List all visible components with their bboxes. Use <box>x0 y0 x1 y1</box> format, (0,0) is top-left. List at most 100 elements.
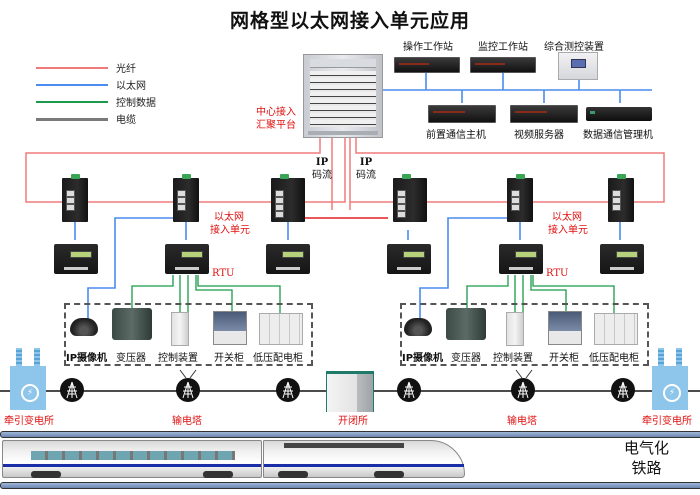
access-unit-label-left-line2: 接入单元 <box>210 225 250 236</box>
front-comm-host[interactable] <box>428 105 496 123</box>
lightning-icon: ⚡ <box>21 384 39 402</box>
ethernet-access-unit-4[interactable] <box>393 174 427 222</box>
monitor-ws-label: 监控工作站 <box>478 42 528 53</box>
lv-distribution-cabinet-left[interactable] <box>259 313 303 345</box>
ip-camera-right[interactable] <box>404 318 432 336</box>
legend-swatch-cable <box>36 118 108 121</box>
field-device-label: 开关柜 <box>549 353 579 364</box>
ip-stream-right-line2: 码流 <box>356 170 376 181</box>
ip-stream-left-line1: IP <box>315 157 329 168</box>
rtu-1[interactable] <box>54 244 98 274</box>
legend-item-ethernet: 以太网 <box>36 77 156 94</box>
switching-station[interactable] <box>326 371 374 412</box>
monitor-workstation[interactable] <box>470 57 536 73</box>
tower-icon <box>282 381 294 399</box>
traction-substation-left[interactable]: ⚡ <box>10 348 46 410</box>
field-device-label: 低压配电柜 <box>253 353 303 364</box>
field-device-label: IP摄像机 <box>402 353 444 364</box>
video-server[interactable] <box>510 105 578 123</box>
fiber-lines <box>25 136 665 219</box>
data-comm-manager-label: 数据通信管理机 <box>583 130 653 141</box>
ethernet-access-unit-1[interactable] <box>62 174 88 222</box>
railway-label: 电气化 铁路 <box>624 438 669 478</box>
transmission-tower-4[interactable] <box>397 378 421 402</box>
legend-label: 电缆 <box>116 115 136 126</box>
switching-station-label: 开闭所 <box>338 416 368 427</box>
lv-distribution-cabinet-right[interactable] <box>594 313 638 345</box>
train-locomotive <box>263 440 465 478</box>
front-comm-host-label: 前置通信主机 <box>426 130 486 141</box>
tower-label-left: 输电塔 <box>172 416 202 427</box>
integrated-control-device[interactable] <box>558 52 598 80</box>
rtu-5[interactable] <box>499 244 543 274</box>
ethernet-lines <box>74 70 652 320</box>
integrated-device-label: 综合测控装置 <box>544 42 604 53</box>
legend-swatch-fiber <box>36 67 108 69</box>
legend: 光纤 以太网 控制数据 电缆 <box>36 60 156 128</box>
rtu-6[interactable] <box>600 244 644 274</box>
ethernet-access-unit-2[interactable] <box>173 174 199 222</box>
ethernet-access-unit-5[interactable] <box>507 174 533 222</box>
legend-swatch-ethernet <box>36 84 108 86</box>
switchgear-left[interactable] <box>213 311 247 345</box>
transmission-tower-3[interactable] <box>276 378 300 402</box>
tower-icon <box>517 381 529 399</box>
field-device-label: 变压器 <box>116 353 146 364</box>
field-device-group-right <box>400 303 649 366</box>
transmission-tower-5[interactable] <box>511 378 535 402</box>
legend-item-fiber: 光纤 <box>36 60 156 77</box>
video-server-label: 视频服务器 <box>514 130 564 141</box>
fiber-ring-right <box>350 136 665 203</box>
track-rail-bottom <box>0 482 700 489</box>
substation-label-left: 牵引变电所 <box>4 416 54 427</box>
access-unit-label-right-line2: 接入单元 <box>548 225 588 236</box>
transmission-tower-2[interactable] <box>176 378 200 402</box>
tower-icon <box>66 381 78 399</box>
ip-stream-left-line2: 码流 <box>312 170 332 181</box>
operator-ws-label: 操作工作站 <box>403 42 453 53</box>
overhead-rail-top <box>0 431 700 438</box>
rtu-label-right: RTU <box>546 268 569 279</box>
legend-item-control: 控制数据 <box>36 94 156 111</box>
legend-label: 以太网 <box>116 81 146 92</box>
access-unit-label-right-line1: 以太网 <box>552 212 582 223</box>
tower-icon <box>182 381 194 399</box>
field-device-label: 变压器 <box>451 353 481 364</box>
traction-substation-right[interactable]: ⚡ <box>652 348 688 410</box>
railway-label-line2: 铁路 <box>631 459 662 477</box>
ip-camera-left[interactable] <box>70 318 98 336</box>
ethernet-access-unit-6[interactable] <box>608 174 634 222</box>
rtu-4[interactable] <box>387 244 431 274</box>
page-title: 网格型以太网接入单元应用 <box>229 10 470 32</box>
ip-stream-left: IP 码流 <box>312 156 332 182</box>
train-carriage <box>2 440 262 478</box>
substation-label-right: 牵引变电所 <box>642 416 692 427</box>
transformer-left[interactable] <box>112 308 152 340</box>
transmission-tower-6[interactable] <box>611 378 635 402</box>
platform-label-line1: 中心接入 <box>256 107 296 118</box>
control-device-left[interactable] <box>171 312 189 346</box>
legend-label: 光纤 <box>116 64 136 75</box>
field-device-label: 控制装置 <box>493 353 533 364</box>
operator-workstation[interactable] <box>394 57 460 73</box>
transformer-right[interactable] <box>446 308 486 340</box>
rtu-3[interactable] <box>266 244 310 274</box>
tower-icon <box>617 381 629 399</box>
field-device-label: IP摄像机 <box>66 353 108 364</box>
ip-stream-right: IP 码流 <box>356 156 376 182</box>
transmission-tower-1[interactable] <box>60 378 84 402</box>
ip-stream-right-line1: IP <box>359 157 373 168</box>
legend-swatch-control <box>36 101 108 103</box>
rtu-2[interactable] <box>165 244 209 274</box>
data-comm-manager[interactable] <box>586 107 652 121</box>
control-device-right[interactable] <box>506 312 524 346</box>
switchgear-right[interactable] <box>548 311 582 345</box>
fiber-ring-left <box>25 136 346 203</box>
legend-label: 控制数据 <box>116 98 156 109</box>
ethernet-access-unit-3[interactable] <box>271 174 305 222</box>
tower-label-right: 输电塔 <box>507 416 537 427</box>
railway-label-line1: 电气化 <box>624 439 670 457</box>
field-device-label: 开关柜 <box>214 353 244 364</box>
field-device-label: 低压配电柜 <box>589 353 639 364</box>
